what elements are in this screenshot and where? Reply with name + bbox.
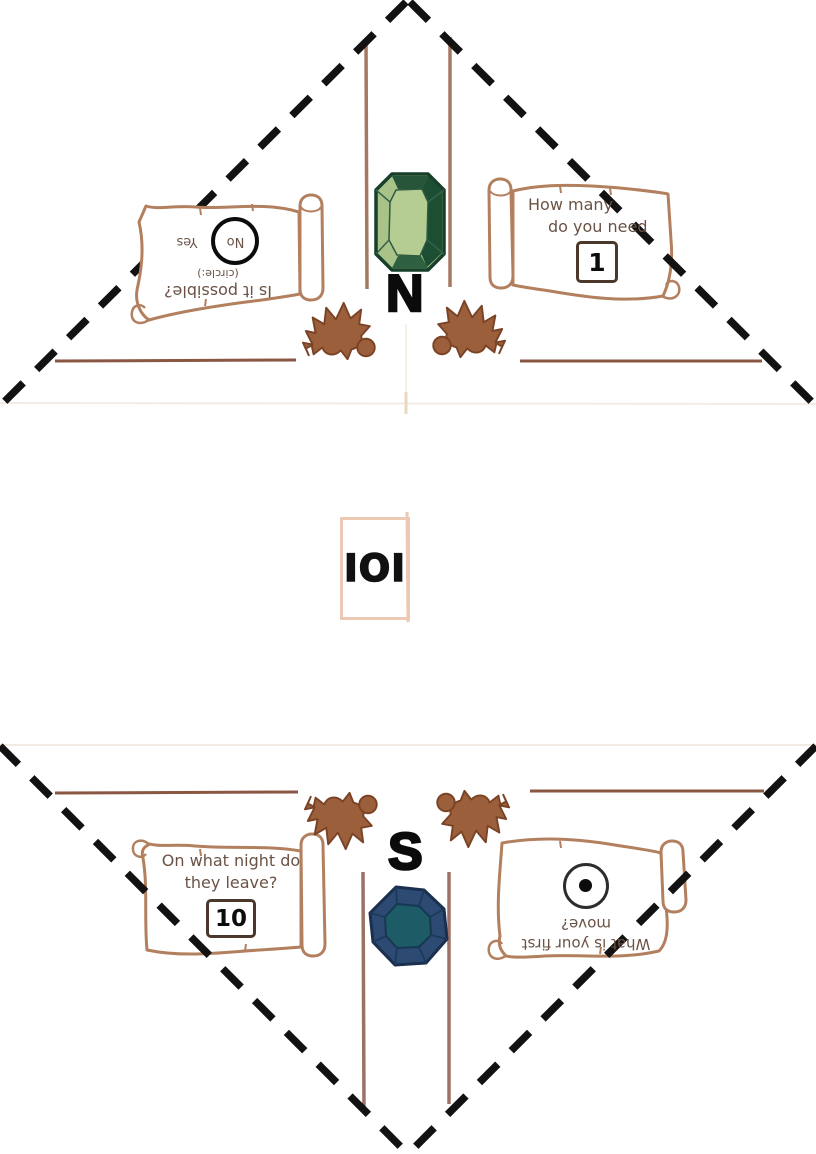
paper-creases — [0, 324, 816, 746]
question-line: What is your first — [521, 935, 651, 953]
blue-round-gem-icon — [368, 885, 449, 967]
question-line: Is it possible? — [164, 282, 272, 301]
center-code-card: IOI — [340, 517, 410, 620]
green-emerald-gem-icon — [374, 172, 446, 272]
answer-box: 10 — [206, 899, 256, 939]
circled-dot-icon — [563, 863, 609, 909]
north-label: N — [385, 265, 425, 323]
question-line: On what night do — [161, 851, 301, 870]
question-line: they leave? — [184, 872, 278, 892]
answer-box: 1 — [576, 241, 618, 284]
road-lines — [361, 37, 452, 1109]
question-line: move? — [561, 915, 611, 934]
scroll-top-left — [130, 193, 325, 325]
boundary-lines — [54, 358, 764, 795]
circled-answer: No — [211, 217, 260, 266]
other-option: Yes — [176, 233, 198, 249]
question-line: do you need — [548, 216, 648, 236]
instruction-line: (circle:) — [197, 267, 239, 281]
question-line: How many — [528, 195, 613, 214]
scroll-top-left-text: Is it possible? (circle:) No Yes — [142, 208, 294, 302]
scroll-bottom-left — [131, 832, 327, 958]
south-label: S — [387, 823, 424, 881]
scroll-top-right-text: How many do you need 1 — [518, 194, 668, 298]
center-code-text: IOI — [343, 546, 406, 591]
scroll-bottom-left-text: On what night do they leave? 10 — [152, 850, 310, 954]
scroll-bottom-right-text: What is your first move? — [505, 845, 667, 953]
scroll-bottom-right — [487, 837, 688, 960]
